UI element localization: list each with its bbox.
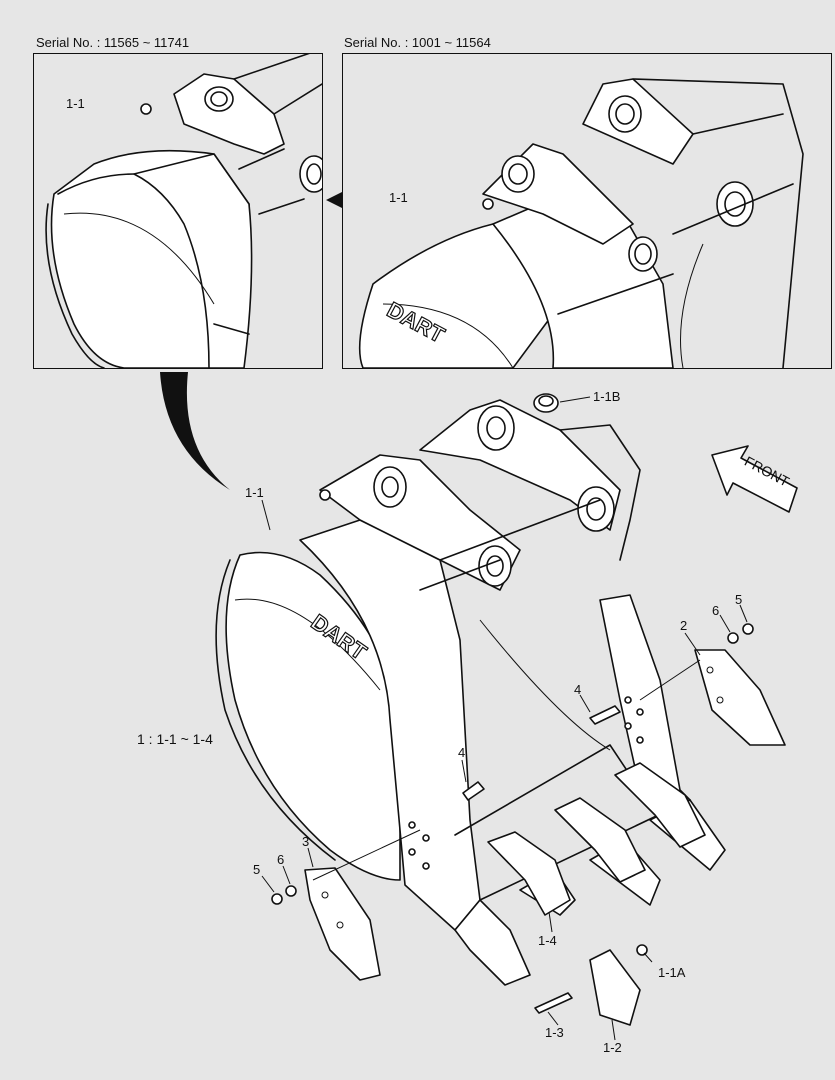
callout-1-2: 1-2 — [603, 1040, 622, 1055]
callout-2: 2 — [680, 618, 688, 633]
callout-1-1-left-inset: 1-1 — [66, 96, 85, 111]
callout-4-right: 4 — [574, 682, 582, 697]
inset-panel-right: DART 1-1 — [342, 53, 832, 369]
callout-3: 3 — [302, 834, 310, 849]
callout-6-right: 6 — [712, 603, 720, 618]
callout-6-left: 6 — [277, 852, 285, 867]
inset-right-drawing: DART — [358, 78, 804, 368]
inset-left-drawing — [45, 54, 322, 368]
serial-label-right: Serial No. : 1001 ~ 11564 — [344, 35, 491, 50]
callout-1-3: 1-3 — [545, 1025, 564, 1040]
callout-1-1A: 1-1A — [658, 965, 686, 980]
inset-panel-left: 1-1 — [33, 53, 323, 369]
callout-1-4: 1-4 — [538, 933, 557, 948]
serial-label-left: Serial No. : 11565 ~ 11741 — [36, 35, 190, 50]
callout-1-1-right-inset: 1-1 — [389, 190, 408, 205]
callout-5-right: 5 — [735, 592, 743, 607]
callout-5-left: 5 — [253, 862, 261, 877]
callout-1-1B: 1-1B — [593, 389, 621, 404]
front-direction-indicator: FRONT — [711, 445, 798, 513]
range-note: 1 : 1-1 ~ 1-4 — [137, 731, 213, 747]
callout-1-1-main: 1-1 — [245, 485, 264, 500]
callout-4-center: 4 — [458, 745, 466, 760]
